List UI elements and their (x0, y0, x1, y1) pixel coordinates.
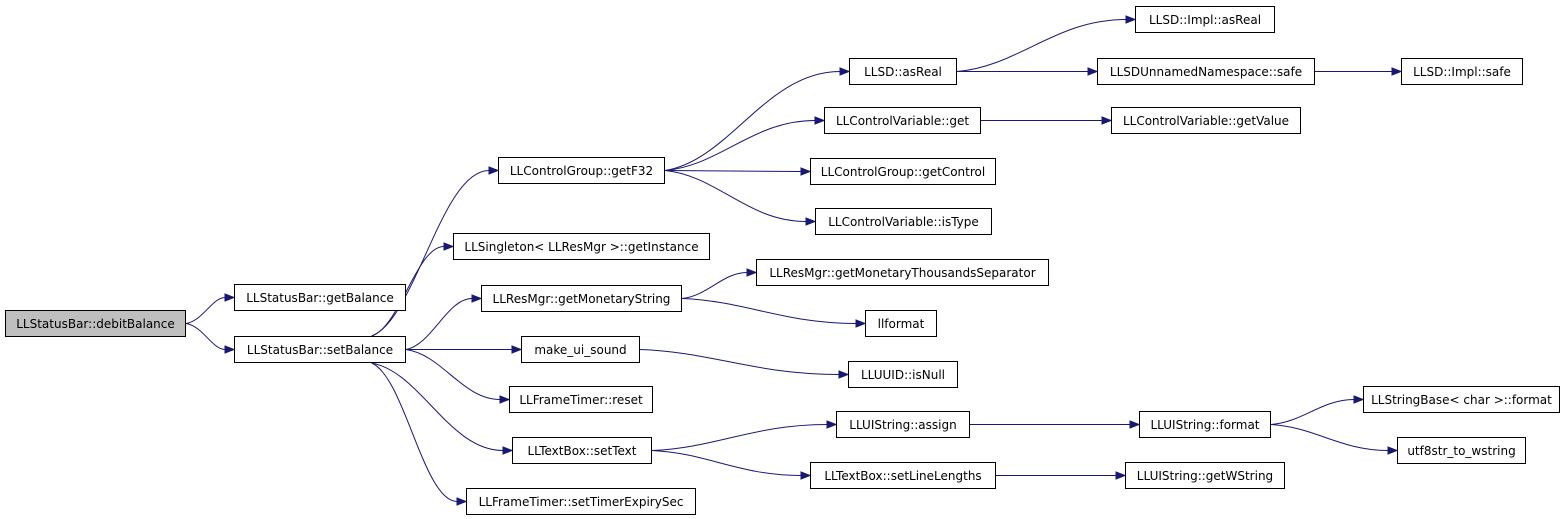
node-getMonetaryThousandsSeparator[interactable]: LLResMgr::getMonetaryThousandsSeparator (756, 259, 1049, 286)
arrowhead-asReal (839, 67, 851, 76)
edge-getF32-to-cvGet (664, 120, 816, 171)
edge-getF32-to-getControl (664, 170, 802, 172)
edge-debitBalance-to-setBalance (185, 323, 226, 350)
arrowhead-getMonetaryThousandsSeparator (746, 268, 758, 277)
edge-debitBalance-to-getBalance (185, 297, 226, 324)
node-getF32[interactable]: LLControlGroup::getF32 (498, 157, 665, 184)
edge-getMonetaryString-to-getMonetaryThousandsSeparator (681, 272, 748, 299)
node-implSafe[interactable]: LLSD::Impl::safe (1401, 58, 1523, 85)
arrowhead-getInstance (443, 242, 455, 251)
arrowhead-getControl (800, 167, 812, 176)
node-setLineLengths[interactable]: LLTextBox::setLineLengths (810, 462, 996, 489)
node-setTimerExpirySec[interactable]: LLFrameTimer::setTimerExpirySec (466, 488, 696, 515)
arrowhead-implSafe (1391, 67, 1403, 76)
arrowhead-getMonetaryString (471, 294, 483, 303)
node-make_ui_sound[interactable]: make_ui_sound (521, 336, 640, 363)
node-unnamedSafe[interactable]: LLSDUnnamedNamespace::safe (1097, 58, 1315, 85)
arrowhead-stringBaseFormat (1353, 395, 1365, 404)
node-uiFormat[interactable]: LLUIString::format (1139, 411, 1271, 438)
arrowhead-setBalance (224, 345, 236, 354)
arrowhead-unnamedSafe (1087, 67, 1099, 76)
node-implAsReal[interactable]: LLSD::Impl::asReal (1135, 6, 1275, 33)
node-stringBaseFormat[interactable]: LLStringBase< char >::format (1363, 386, 1560, 413)
arrowhead-getWString (1115, 471, 1127, 480)
edge-setBalance-to-getInstance (371, 246, 445, 337)
arrowhead-uiFormat (1129, 420, 1141, 429)
edge-uiFormat-to-stringBaseFormat (1270, 399, 1355, 425)
arrowhead-getF32 (488, 166, 500, 175)
arrowhead-isNull (838, 370, 850, 379)
node-getMonetaryString[interactable]: LLResMgr::getMonetaryString (481, 285, 682, 312)
node-getInstance[interactable]: LLSingleton< LLResMgr >::getInstance (453, 233, 710, 260)
arrowhead-getBalance (224, 293, 236, 302)
arrowhead-setText (502, 446, 514, 455)
arrowhead-getValue (1101, 116, 1113, 125)
edge-getF32-to-isType (664, 170, 807, 222)
node-setText[interactable]: LLTextBox::setText (512, 437, 652, 464)
node-reset[interactable]: LLFrameTimer::reset (509, 386, 653, 413)
node-setBalance[interactable]: LLStatusBar::setBalance (234, 336, 406, 363)
arrowhead-reset (499, 395, 511, 404)
node-assign[interactable]: LLUIString::assign (836, 411, 970, 438)
node-getValue[interactable]: LLControlVariable::getValue (1111, 107, 1301, 134)
edge-uiFormat-to-utf8str (1270, 424, 1389, 451)
node-llformat[interactable]: llformat (865, 310, 937, 337)
arrowhead-isType (805, 217, 817, 226)
arrowhead-llformat (855, 319, 867, 328)
arrowhead-cvGet (814, 116, 826, 125)
arrowhead-setLineLengths (800, 471, 812, 480)
edge-getMonetaryString-to-llformat (681, 298, 857, 324)
edge-make_ui_sound-to-isNull (639, 349, 840, 375)
edge-asReal-to-implAsReal (956, 19, 1127, 72)
node-getBalance[interactable]: LLStatusBar::getBalance (234, 284, 406, 311)
node-debitBalance: LLStatusBar::debitBalance (5, 310, 186, 337)
node-isType[interactable]: LLControlVariable::isType (815, 208, 992, 235)
edge-setBalance-to-setTimerExpirySec (371, 362, 458, 502)
node-getControl[interactable]: LLControlGroup::getControl (810, 158, 996, 185)
edge-getF32-to-asReal (664, 71, 841, 171)
edge-setBalance-to-getMonetaryString (405, 298, 473, 350)
node-asReal[interactable]: LLSD::asReal (849, 58, 957, 85)
edge-setBalance-to-getF32 (371, 170, 490, 337)
node-cvGet[interactable]: LLControlVariable::get (824, 107, 981, 134)
node-utf8str[interactable]: utf8str_to_wstring (1397, 437, 1526, 464)
edge-setText-to-setLineLengths (651, 450, 802, 476)
node-getWString[interactable]: LLUIString::getWString (1125, 462, 1285, 489)
edge-setBalance-to-setText (371, 362, 504, 451)
arrowhead-setTimerExpirySec (456, 497, 468, 506)
node-isNull[interactable]: LLUUID::isNull (848, 361, 958, 388)
edge-setBalance-to-reset (405, 349, 501, 400)
edge-setText-to-assign (651, 424, 828, 451)
arrowhead-utf8str (1387, 446, 1399, 455)
arrowhead-make_ui_sound (511, 345, 523, 354)
arrowhead-assign (826, 420, 838, 429)
arrowhead-implAsReal (1125, 15, 1137, 24)
